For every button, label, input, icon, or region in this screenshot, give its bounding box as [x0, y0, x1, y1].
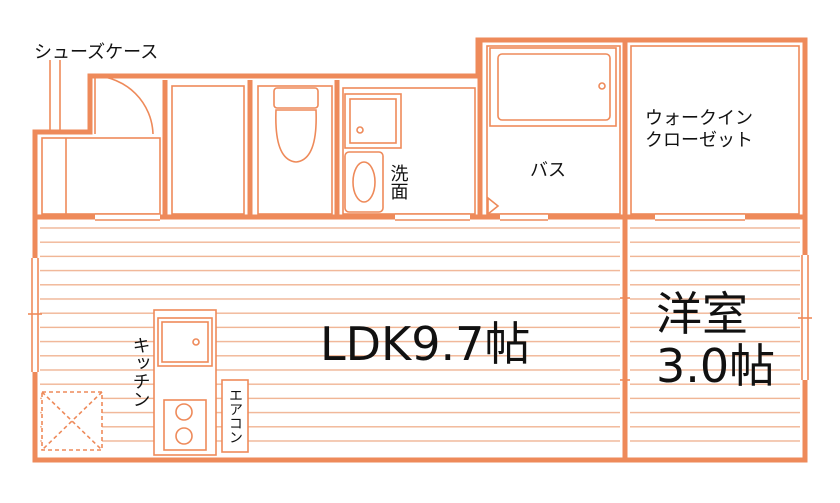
aircon-box — [221, 379, 249, 453]
toilet-icon — [273, 87, 319, 163]
bath-label: バス — [530, 160, 566, 181]
washroom-label: 洗面 — [388, 164, 409, 200]
western-room-label-2: 3.0帖 — [656, 339, 775, 393]
washbasin-icon — [344, 93, 402, 213]
walk-in-closet-label-1: ウォークイン — [645, 108, 753, 129]
entrance-door[interactable] — [49, 60, 154, 135]
kitchen-counter — [153, 309, 217, 456]
fridge-space — [41, 391, 103, 451]
bathtub-icon — [487, 47, 617, 216]
ldk-label: LDK9.7帖 — [320, 317, 530, 371]
walk-in-closet-label-2: クローゼット — [645, 130, 753, 151]
kitchen-label: キッチン — [130, 336, 151, 408]
western-room-label-1: 洋室 — [656, 287, 748, 341]
shoe-case-label: シューズケース — [34, 42, 158, 63]
interior-lines — [28, 45, 812, 381]
flooring — [40, 224, 800, 454]
aircon-label: エアコン — [227, 388, 243, 444]
